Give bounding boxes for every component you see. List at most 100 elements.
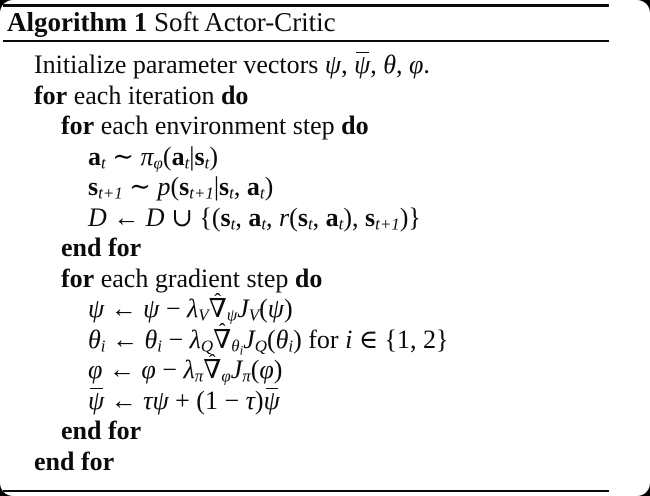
math-segment: J (230, 355, 243, 384)
math-segment: λ (183, 355, 195, 384)
math-segment: θ (383, 50, 396, 79)
math-segment: a (325, 202, 339, 232)
math-segment: , (341, 50, 355, 79)
math-segment: each iteration (67, 80, 221, 110)
algorithm-title: Algorithm 1 Soft Actor-Critic (7, 7, 336, 38)
math-segment: s (179, 172, 190, 201)
math-segment: end for (34, 446, 115, 476)
math-segment: a (171, 141, 185, 171)
math-segment: ), (343, 202, 366, 232)
math-segment: , (370, 50, 384, 79)
algorithm-body: Initialize parameter vectors ψ, ψ, θ, φ.… (34, 50, 449, 477)
math-segment: ψ (267, 294, 284, 323)
bottom-rule (3, 490, 609, 492)
math-segment: do (294, 263, 323, 293)
math-segment: end for (61, 416, 142, 445)
math-segment: ( (162, 141, 172, 171)
math-segment: φ (259, 355, 274, 384)
math-segment: φ (153, 153, 163, 173)
math-segment: − (161, 324, 190, 354)
math-segment: J (237, 294, 249, 323)
math-segment: t+1 (375, 214, 400, 234)
math-segment: t+1 (98, 183, 123, 203)
math-segment: ) (254, 385, 264, 415)
math-segment: s (297, 202, 308, 232)
math-segment: s (220, 202, 231, 232)
title-rule (3, 40, 609, 42)
math-segment: ( (289, 202, 298, 232)
math-segment: s (88, 172, 99, 201)
math-segment: i (100, 336, 106, 356)
math-segment: i (157, 336, 162, 356)
math-segment: θ (144, 324, 158, 354)
math-segment: for (61, 111, 95, 140)
math-segment: ) (273, 355, 283, 384)
math-segment: r (279, 202, 290, 232)
math-segment: ← (104, 294, 144, 323)
math-segment: θ (88, 324, 101, 354)
math-segment: φ (409, 50, 424, 79)
math-segment: − (159, 294, 187, 323)
math-segment: − (155, 355, 184, 384)
math-segment: ) for (293, 324, 346, 354)
math-segment: , (396, 50, 409, 79)
math-segment: τψ (143, 385, 169, 415)
top-rule (3, 4, 609, 7)
math-segment: ( (170, 172, 180, 201)
algorithm-line-7: end for (34, 233, 449, 264)
math-segment: D (145, 202, 165, 232)
algorithm-line-5: st+1 ∼ p(st+1|st, at) (34, 172, 449, 203)
math-segment: ψ (88, 385, 105, 415)
math-segment: Initialize parameter vectors (34, 50, 325, 79)
math-segment: | (213, 172, 220, 201)
math-segment: D (88, 202, 107, 232)
math-segment: each environment step (94, 111, 342, 140)
math-segment: τ (245, 385, 255, 415)
math-segment: λ (186, 294, 199, 323)
math-segment: π (140, 141, 154, 171)
algorithm-line-3: for each environment step do (34, 111, 449, 142)
math-segment: t (184, 153, 190, 173)
math-segment: t (338, 214, 344, 234)
math-segment: ψ (263, 385, 280, 415)
math-segment: end for (61, 233, 142, 262)
math-segment: ψ (354, 50, 371, 79)
math-segment: )} (399, 202, 421, 232)
math-segment: φ (88, 355, 103, 384)
math-segment: ( (266, 324, 276, 354)
math-segment: ← (102, 355, 142, 384)
math-segment: ∼ (105, 141, 141, 171)
math-segment: θ (275, 324, 289, 354)
math-segment: , (312, 202, 326, 232)
math-segment: ψ (143, 294, 160, 323)
math-segment: θ (231, 336, 240, 356)
math-segment: a (248, 202, 262, 232)
math-segment: V (248, 305, 260, 325)
math-segment: ) (283, 294, 293, 323)
math-segment: ψ (226, 305, 238, 325)
math-segment: | (189, 141, 195, 171)
math-segment: t (261, 214, 267, 234)
math-segment: i (345, 324, 353, 354)
math-segment: + (1 − (168, 385, 246, 415)
algorithm-line-11: φ ← φ − λπ∇φJπ(φ) (88, 355, 283, 386)
algorithm-line-2: for each iteration do (34, 81, 449, 112)
math-segment: ψ (324, 50, 342, 79)
math-segment: t (307, 214, 313, 234)
math-segment: t (230, 214, 236, 234)
math-segment: J (243, 324, 255, 354)
math-segment: ∪ {( (164, 202, 221, 232)
math-segment: ∈ {1, 2} (352, 324, 449, 354)
math-segment: ← (106, 202, 146, 232)
math-segment: each gradient step (94, 263, 295, 293)
math-segment: ← (104, 385, 144, 415)
math-segment: ψ (88, 294, 105, 323)
math-segment: ) (264, 172, 274, 201)
math-segment: s (219, 172, 230, 201)
math-segment: φ (221, 366, 231, 386)
math-segment: V (198, 305, 209, 325)
math-segment: φ (141, 355, 156, 384)
math-segment: i (239, 342, 244, 357)
math-segment: a (246, 172, 260, 201)
